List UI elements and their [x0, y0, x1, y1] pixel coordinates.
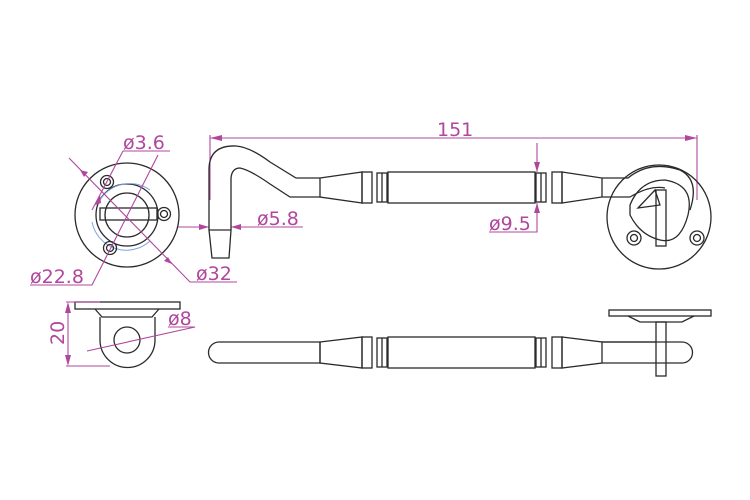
dimension-lines-front — [30, 135, 698, 286]
label-hook-dia: ø5.8 — [257, 208, 299, 230]
eye-plate-front-view — [74, 162, 180, 268]
label-screw-hole-dia: ø3.6 — [123, 132, 165, 154]
label-ring-dia: ø22.8 — [30, 266, 84, 288]
hook-top-view — [208, 145, 712, 270]
hook-side-view — [207, 309, 712, 377]
eye-plate-side-view — [65, 301, 196, 369]
label-overall-length: 151 — [437, 119, 473, 141]
label-plate-dia: ø32 — [196, 263, 232, 285]
label-rod-dia: ø9.5 — [489, 213, 531, 235]
label-eye-height: 20 — [47, 321, 69, 345]
label-eye-dia: ø8 — [168, 308, 192, 330]
